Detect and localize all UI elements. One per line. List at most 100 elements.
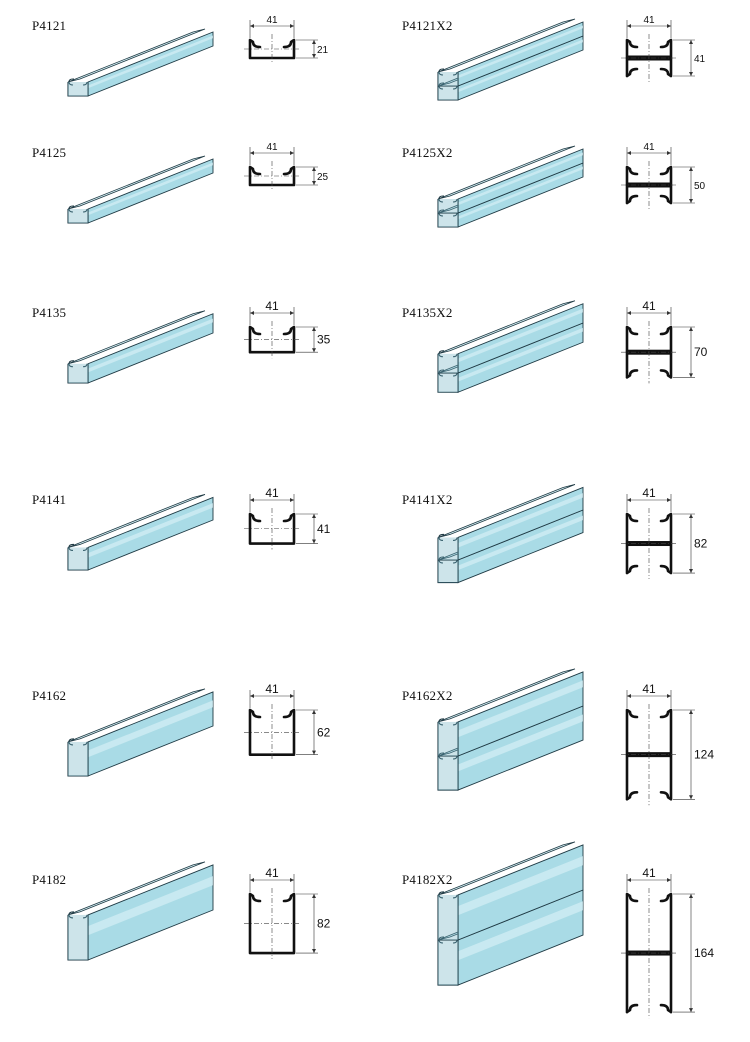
channel-end-face — [438, 721, 458, 756]
width-dimension-label: 41 — [265, 299, 279, 313]
section-p4141x2: 4182 — [621, 486, 708, 580]
channel-3d-illustration — [437, 300, 584, 393]
channel-highlight — [88, 318, 213, 373]
channel-end-face — [438, 560, 458, 583]
channel-p4125x2 — [437, 145, 584, 228]
channel-end-profile — [67, 78, 89, 97]
channel-end-profile — [67, 205, 89, 224]
channel-end-profile — [437, 195, 459, 214]
channel-end-face — [68, 363, 88, 383]
channel-end-face — [438, 940, 458, 986]
section-p4121x2: 41 41 — [621, 15, 706, 82]
channel-p4141 — [67, 494, 214, 571]
product-code: P4182X2 — [402, 872, 453, 887]
channel-highlight — [88, 876, 213, 936]
width-dimension-label: 41 — [266, 142, 278, 153]
channel-end-profile — [437, 718, 459, 757]
height-dimension-label: 82 — [694, 537, 708, 551]
channel-highlight — [458, 25, 583, 79]
channel-end-face — [438, 537, 458, 560]
channel-lip — [437, 145, 576, 200]
channel-lip — [67, 688, 206, 743]
channel-3d-illustration — [67, 310, 214, 384]
channel-end-profile — [67, 360, 89, 384]
height-dimension-label: 82 — [317, 917, 331, 931]
section-p4121: 41 21 — [244, 15, 329, 64]
channel-3d-illustration — [437, 145, 584, 228]
channel-lip — [437, 484, 576, 538]
channel-p4125 — [67, 155, 214, 224]
channel-end-face — [438, 373, 458, 393]
height-dimension-label: 50 — [694, 181, 706, 192]
channel-side-face — [87, 158, 214, 224]
height-dimension-label: 21 — [317, 45, 329, 56]
channel-highlight — [458, 39, 583, 93]
height-dimension-label: 25 — [317, 172, 329, 183]
channel-highlight — [458, 515, 583, 571]
section-p4182x2: 41 164 — [621, 866, 714, 1019]
channel-lip — [67, 494, 206, 548]
width-dimension-label: 41 — [642, 299, 656, 313]
channel-highlight — [458, 714, 583, 772]
product-code: P4141 — [32, 492, 67, 507]
channel-p4135 — [67, 310, 214, 384]
channel-p4182 — [67, 861, 214, 961]
channel-end-face — [438, 353, 458, 373]
channel-p4162x2 — [437, 668, 584, 791]
cross-section-diagram: 4135 — [244, 299, 331, 359]
product-code: P4121 — [32, 18, 67, 33]
channel-3d-illustration — [67, 494, 214, 571]
cross-section-diagram: 4141 — [244, 486, 331, 550]
channel-lip — [437, 300, 576, 355]
cross-section-diagram: 41 70 — [621, 299, 708, 384]
channel-lip — [437, 841, 576, 896]
cross-section-diagram: 41 21 — [244, 15, 329, 64]
channel-highlight — [88, 700, 213, 758]
channel-highlight — [458, 166, 583, 220]
channel-lip — [437, 668, 576, 723]
channel-end-face — [438, 86, 458, 100]
channel-3d-illustration — [67, 28, 214, 97]
channel-end-face — [68, 741, 88, 776]
product-cell-p4121x2: P4121X2 41 41 — [402, 15, 732, 188]
width-dimension-label: 41 — [266, 15, 278, 26]
width-dimension-label: 41 — [642, 866, 656, 880]
product-code: P4162 — [32, 688, 67, 703]
channel-highlight — [458, 327, 583, 382]
channel-highlight — [458, 308, 583, 363]
product-code: P4141X2 — [402, 492, 453, 507]
width-dimension-label: 41 — [643, 15, 655, 26]
product-code: P4121X2 — [402, 18, 453, 33]
cross-section-diagram: 41 41 — [621, 15, 706, 82]
section-p4182: 4182 — [244, 866, 331, 960]
cross-section-diagram: 41 164 — [621, 866, 714, 1019]
section-p4141: 4141 — [244, 486, 331, 550]
channel-side-face — [87, 31, 214, 97]
height-dimension-label: 164 — [694, 946, 714, 960]
channel-end-face — [68, 914, 88, 960]
channel-highlight — [88, 503, 213, 558]
product-code: P4135 — [32, 305, 67, 320]
width-dimension-label: 41 — [265, 682, 279, 696]
arrowheads — [689, 40, 693, 76]
product-code: P4125 — [32, 145, 67, 160]
channel-highlight — [458, 152, 583, 206]
channel-end-profile — [67, 738, 89, 777]
channel-lip — [437, 18, 576, 73]
product-code: P4135X2 — [402, 305, 453, 320]
channel-end-face — [438, 199, 458, 213]
channel-lip — [67, 155, 206, 210]
channel-end-profile — [437, 350, 459, 374]
channel-3d-illustration — [437, 841, 584, 986]
channel-end-face — [438, 894, 458, 940]
width-dimension-label: 41 — [642, 682, 656, 696]
channel-end-face — [438, 213, 458, 227]
height-dimension-label: 41 — [694, 54, 706, 65]
height-dimension-label: 62 — [317, 725, 331, 739]
height-dimension-label: 70 — [694, 345, 708, 359]
